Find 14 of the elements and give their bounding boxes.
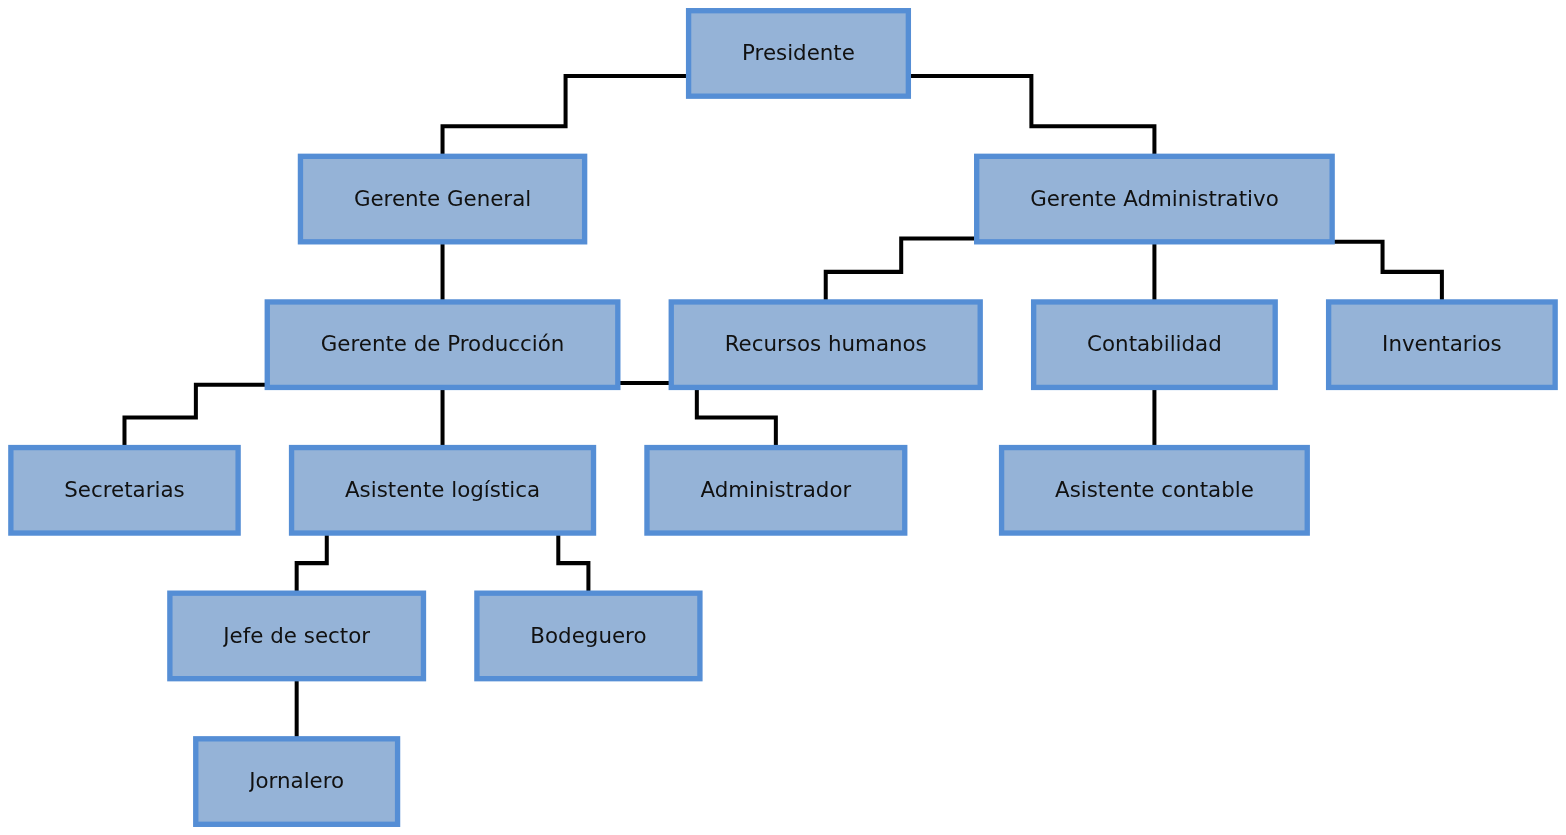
node-box: Gerente Administrativo bbox=[974, 153, 1335, 245]
node-box: Bodeguero bbox=[474, 590, 703, 682]
node-box: Gerente General bbox=[297, 153, 588, 245]
node-box: Contabilidad bbox=[1031, 299, 1278, 391]
node-box: Administrador bbox=[644, 444, 908, 536]
node-box: Asistente logística bbox=[288, 444, 597, 536]
node-box: Recursos humanos bbox=[668, 299, 983, 391]
node-box: Gerente de Producción bbox=[264, 299, 621, 391]
node-box: Jornalero bbox=[193, 736, 401, 827]
node-box: Presidente bbox=[685, 8, 911, 99]
node-box: Asistente contable bbox=[998, 444, 1310, 536]
node-box: Inventarios bbox=[1325, 299, 1558, 391]
node-box: Jefe de sector bbox=[167, 590, 427, 682]
node-box: Secretarias bbox=[8, 444, 241, 536]
